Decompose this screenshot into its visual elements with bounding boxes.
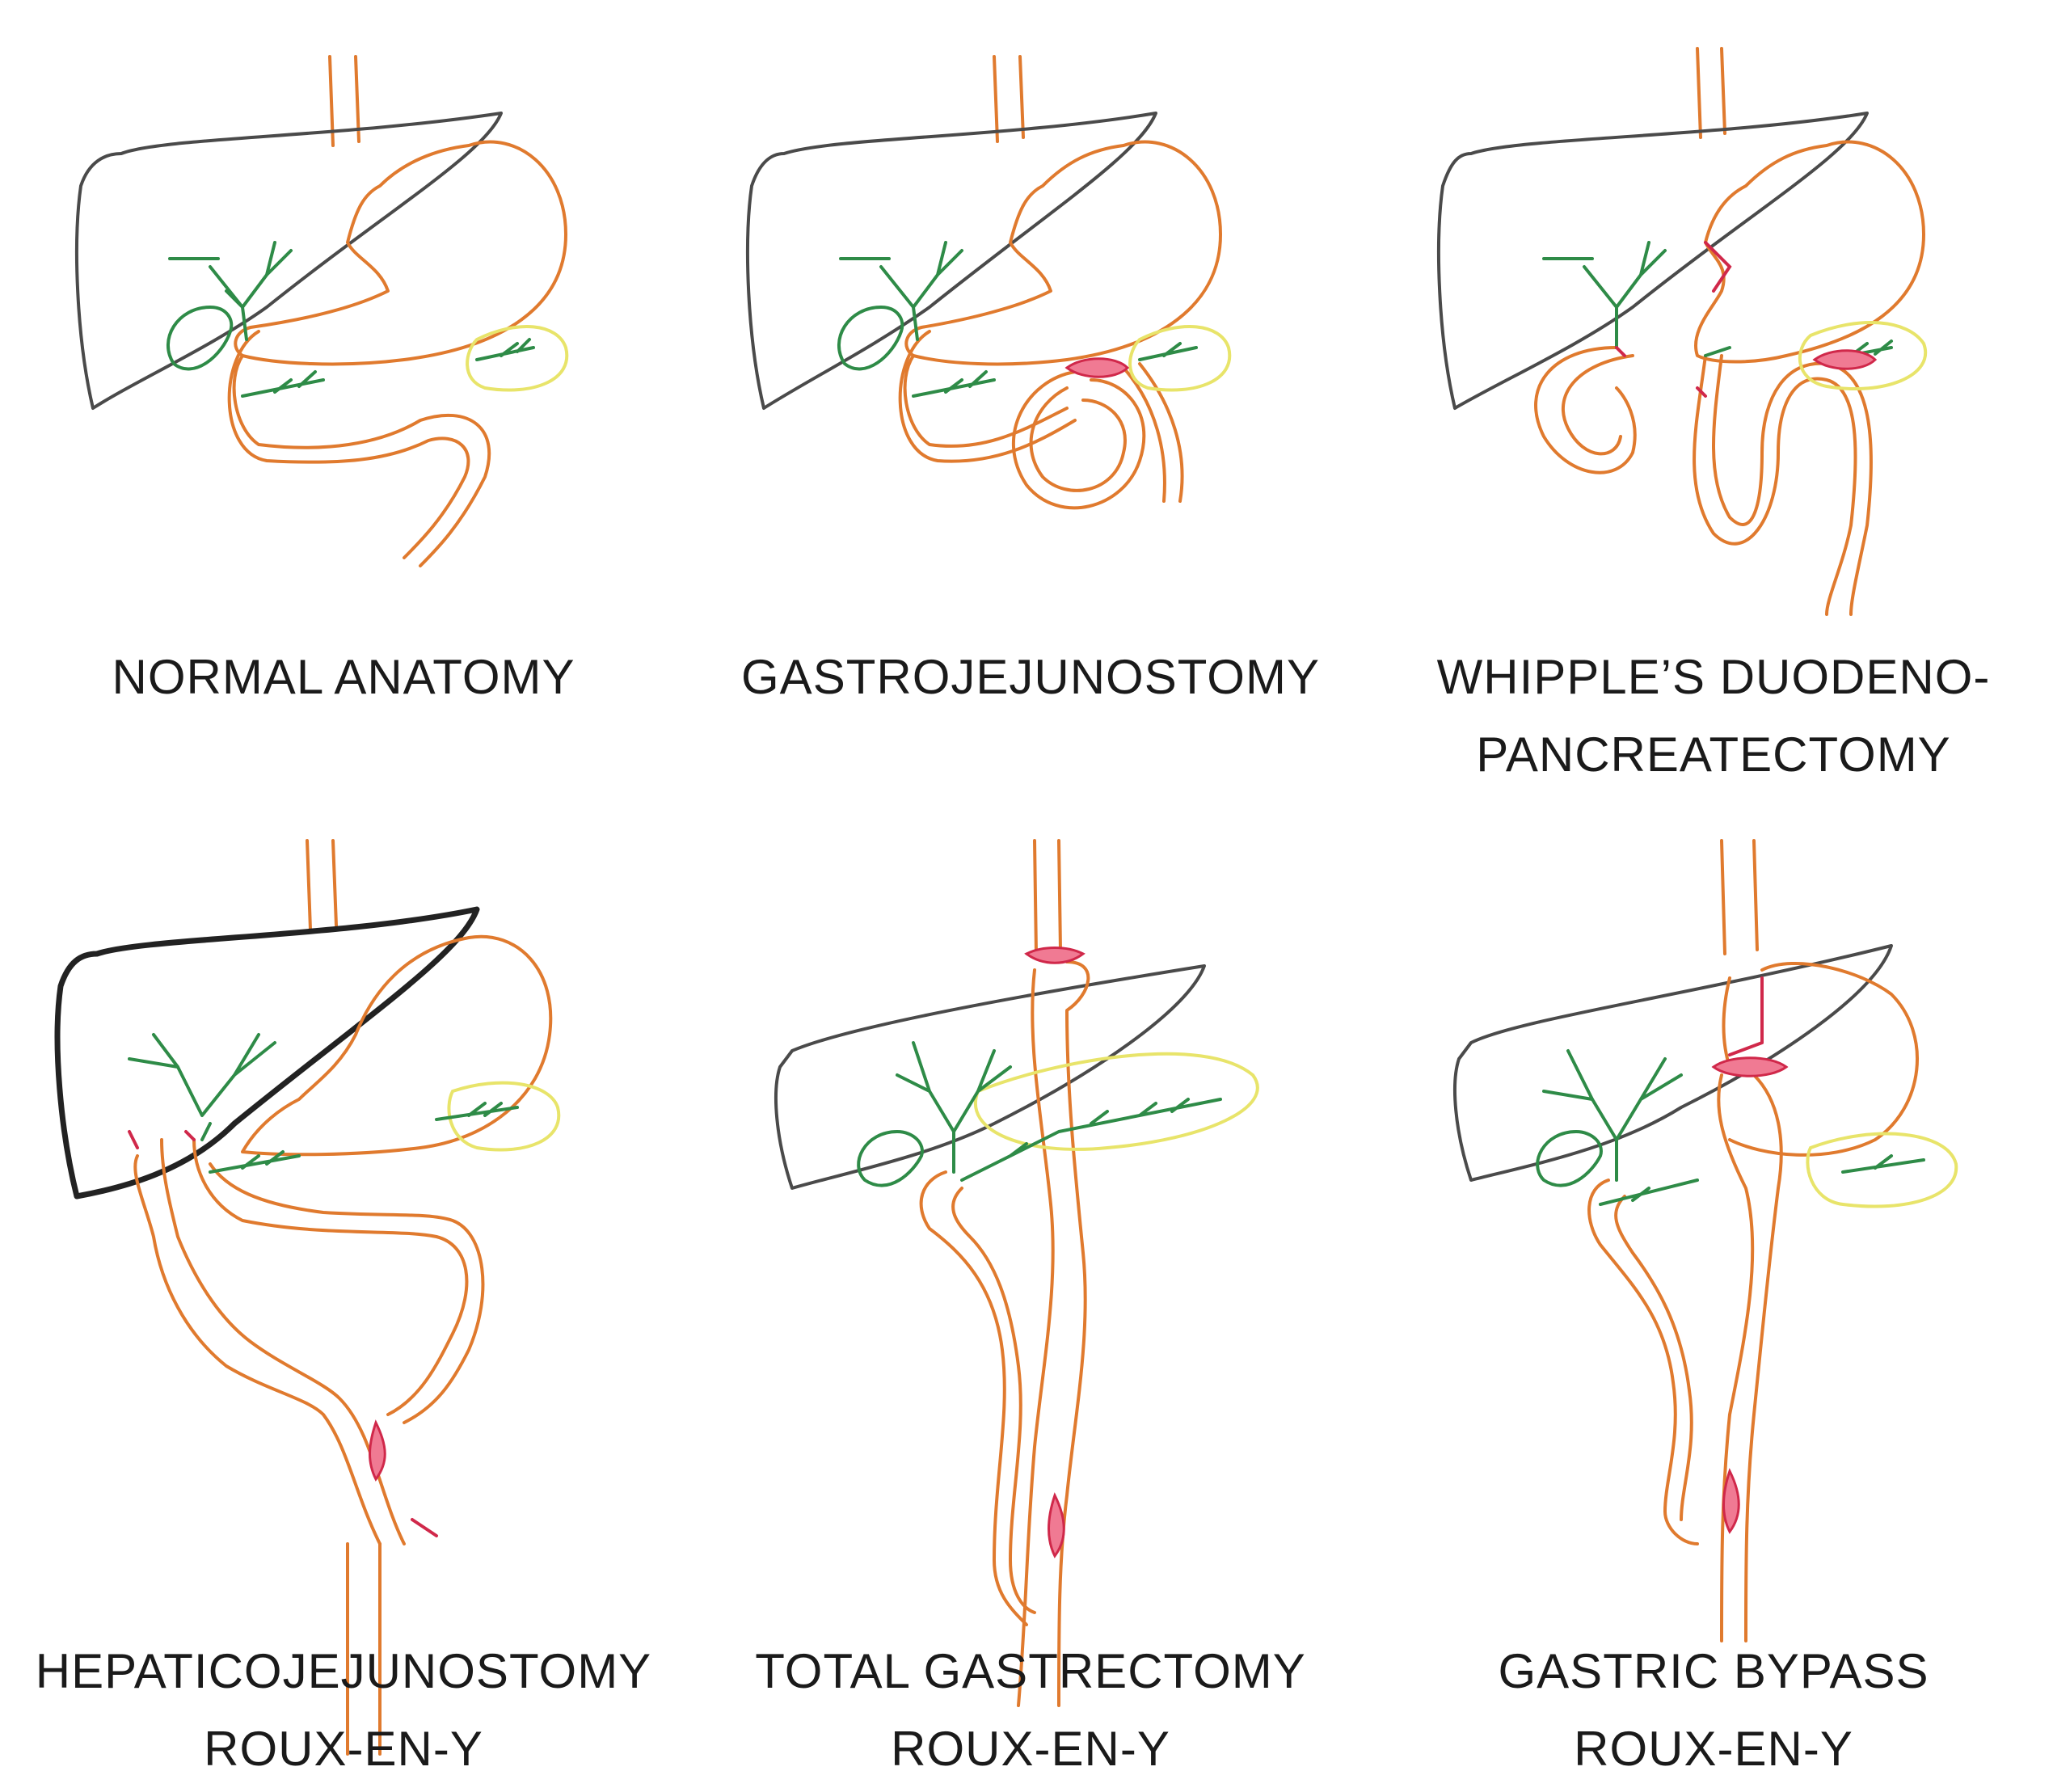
caption-hepaticojejunostomy: HEPATICOJEJUNOSTOMY ROUX-EN-Y	[0, 1633, 687, 1788]
gastric-pouch-and-remnant	[1722, 961, 1920, 1157]
jejunojejunal-anastomosis	[1048, 1492, 1065, 1558]
pancreas	[1128, 325, 1232, 392]
gallbladder	[1536, 1129, 1603, 1187]
panel-whipple: WHIPPLE’S DUODENO- PANCREATECTOMY	[1374, 0, 2053, 857]
esophagus	[1033, 839, 1062, 955]
liver	[54, 906, 480, 1200]
biliopancreatic-limb	[919, 1170, 1036, 1626]
caption-line: ROUX-EN-Y	[1574, 1722, 1853, 1776]
pancreas	[466, 325, 569, 392]
illustration-gastrojejunostomy	[746, 55, 1232, 510]
panel-gastrojejunostomy: GASTROJEJUNOSTOMY	[687, 0, 1374, 857]
anastomosis	[1812, 349, 1878, 370]
suture-line	[411, 1518, 438, 1537]
liver	[746, 112, 1157, 410]
jejunal-loop	[1011, 362, 1184, 510]
caption-line: GASTRIC BYPASS	[1498, 1644, 1929, 1698]
pancreatic-duct	[1599, 1154, 1925, 1206]
stomach	[241, 934, 553, 1157]
gallbladder	[837, 305, 904, 371]
pancreas	[974, 1052, 1259, 1151]
panel-hepaticojejunostomy: HEPATICOJEJUNOSTOMY ROUX-EN-Y	[0, 833, 687, 1792]
roux-limb	[1017, 960, 1090, 1707]
liver	[1453, 944, 1893, 1182]
suture-line	[128, 1130, 196, 1149]
staple-line	[1728, 976, 1764, 1056]
caption-line: ROUX-EN-Y	[204, 1722, 483, 1776]
jejunojejunal-anastomosis	[1722, 1468, 1740, 1534]
pancreatic-duct	[960, 1098, 1222, 1182]
caption-line: GASTROJEJUNOSTOMY	[741, 650, 1320, 704]
small-bowel	[898, 330, 1077, 463]
caption-line: TOTAL GASTRECTOMY	[755, 1644, 1306, 1698]
illustration-gastric-bypass	[1453, 839, 1958, 1642]
bile-ducts	[168, 241, 293, 341]
caption-total-gastrectomy: TOTAL GASTRECTOMY ROUX-EN-Y	[687, 1633, 1374, 1788]
small-bowel	[227, 330, 491, 567]
bile-ducts	[1542, 241, 1667, 349]
bile-ducts	[128, 1033, 276, 1141]
illustration-total-gastrectomy	[774, 839, 1259, 1707]
hepaticojejunal-limb	[1534, 346, 1637, 474]
anastomosis	[1064, 357, 1130, 378]
gallbladder	[857, 1129, 924, 1187]
gastrojejunal-anastomosis	[1711, 1056, 1789, 1077]
caption-gastric-bypass: GASTRIC BYPASS ROUX-EN-Y	[1374, 1633, 2053, 1788]
roux-limb	[1717, 1073, 1783, 1642]
caption-line: WHIPPLE’S DUODENO-	[1436, 650, 1991, 704]
stomach	[234, 140, 567, 366]
caption-line: PANCREATECTOMY	[1476, 727, 1951, 782]
pancreas	[447, 1081, 561, 1152]
caption-line: NORMAL ANATOMY	[112, 650, 575, 704]
esophagus	[1720, 839, 1759, 955]
panel-gastric-bypass: GASTRIC BYPASS ROUX-EN-Y	[1374, 833, 2053, 1792]
anastomosis	[369, 1419, 386, 1482]
gallbladder	[166, 305, 234, 371]
liver	[774, 964, 1206, 1190]
panel-normal-anatomy: NORMAL ANATOMY	[0, 0, 687, 857]
jejunal-limbs	[1693, 354, 1873, 616]
small-bowel	[192, 1138, 485, 1424]
illustration-normal-anatomy	[75, 55, 569, 567]
caption-line: ROUX-EN-Y	[891, 1722, 1170, 1776]
caption-gastrojejunostomy: GASTROJEJUNOSTOMY	[687, 639, 1374, 716]
stomach	[904, 140, 1222, 366]
liver	[1437, 112, 1869, 410]
panel-total-gastrectomy: TOTAL GASTRECTOMY ROUX-EN-Y	[687, 833, 1374, 1792]
pancreas-remnant	[1798, 321, 1928, 390]
illustration-whipple	[1437, 47, 1928, 616]
biliopancreatic-limb	[1587, 1179, 1699, 1545]
jejunum-distal	[346, 1542, 382, 1756]
caption-line: HEPATICOJEJUNOSTOMY	[35, 1644, 652, 1698]
esophagojejunal-anastomosis	[1024, 947, 1086, 964]
bile-ducts	[1542, 1049, 1683, 1182]
pancreas	[1806, 1132, 1958, 1208]
pancreatic-duct	[241, 338, 535, 398]
illustration-hepaticojejunostomy	[54, 839, 561, 1756]
bile-ducts	[896, 1041, 1012, 1174]
stomach-remnant	[1694, 140, 1925, 364]
suture-line	[1615, 241, 1732, 398]
caption-normal-anatomy: NORMAL ANATOMY	[0, 639, 687, 716]
liver	[75, 112, 503, 410]
pancreatic-duct	[209, 1102, 519, 1174]
bile-ducts	[839, 241, 963, 341]
pancreatic-duct	[912, 342, 1198, 398]
caption-whipple: WHIPPLE’S DUODENO- PANCREATECTOMY	[1374, 639, 2053, 794]
